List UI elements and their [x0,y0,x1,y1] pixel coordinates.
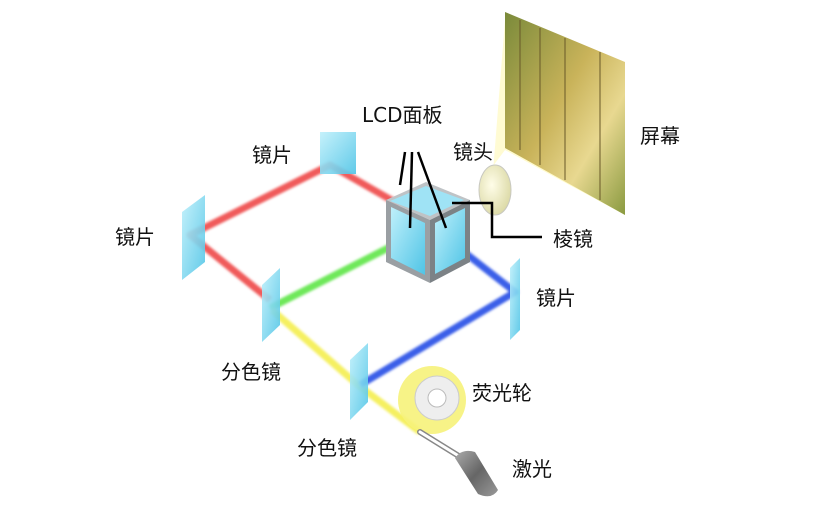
label-laser: 激光 [512,457,552,481]
label-lcd-panel: LCD面板 [362,103,443,127]
prism-leader [452,201,542,239]
mirror-top [320,132,356,174]
yellow-beam [269,307,423,435]
laser-source [417,429,498,497]
lcd-leader-1 [398,151,407,186]
prism-cube [386,182,470,283]
dichroic-mirror-1 [262,268,280,342]
dichroic-mirror-2 [350,343,368,420]
mirror-right [510,258,520,340]
phosphor-wheel [398,366,466,434]
lcd-leader-2 [408,151,414,229]
red-beam [186,161,402,303]
label-phosphor-wheel: 荧光轮 [472,381,532,405]
green-beam [268,239,400,312]
label-screen: 屏幕 [640,124,680,148]
lcd-leader-3 [416,151,448,229]
label-dichroic-2: 分色镜 [297,436,357,460]
label-lens: 镜头 [453,140,493,164]
mirror-left [182,195,205,280]
label-mirror-top: 镜片 [252,143,292,167]
projection-lens [478,164,512,216]
screen [505,12,625,215]
label-dichroic-1: 分色镜 [221,360,281,384]
label-prism: 棱镜 [553,227,593,251]
label-mirror-right: 镜片 [536,286,576,310]
label-mirror-left: 镜片 [115,225,155,249]
